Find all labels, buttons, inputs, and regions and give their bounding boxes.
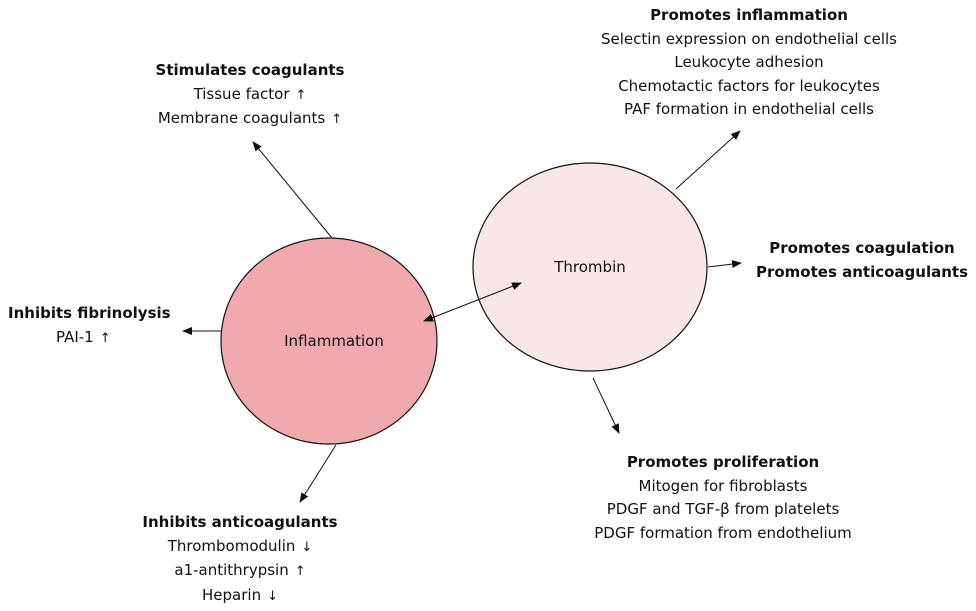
inhibits-fibrinolysis-item: PAI-1↑	[56, 327, 111, 346]
arrow-down-icon: ↓	[267, 588, 278, 604]
arrow-up-icon: ↑	[99, 330, 111, 346]
promotes-inflammation-heading: Promotes inflammation	[650, 6, 848, 24]
stimulates-coagulants-block: Stimulates coagulants Tissue factor↑ Mem…	[150, 59, 350, 132]
inflammation-node	[220, 237, 438, 445]
arrow-to-inhibits-anticoagulants	[299, 444, 337, 503]
promotes-proliferation-item: Mitogen for fibroblasts	[638, 476, 808, 495]
inhibits-fibrinolysis-heading: Inhibits fibrinolysis	[8, 304, 171, 322]
arrow-inflammation-thrombin	[423, 282, 522, 322]
arrow-to-promotes-coagulation	[707, 260, 742, 269]
promotes-anticoagulants-line: Promotes anticoagulants	[755, 262, 968, 281]
promotes-proliferation-item: PDGF formation from endothelium	[594, 523, 852, 542]
arrow-to-promotes-proliferation	[592, 377, 620, 434]
inflammation-label: Inflammation	[284, 332, 384, 350]
arrow-up-icon: ↑	[295, 87, 307, 103]
arrow-up-icon: ↑	[331, 112, 343, 127]
inhibits-anticoagulants-item: Heparin↓	[202, 585, 278, 604]
arrow-to-stimulates-coagulants	[252, 141, 333, 239]
promotes-inflammation-item: PAF formation in endothelial cells	[624, 100, 874, 118]
stimulates-coagulants-item: Tissue factor↑	[193, 84, 307, 103]
stimulates-coagulants-heading: Stimulates coagulants	[155, 61, 345, 79]
stimulates-coagulants-item: Membrane coagulants↑	[157, 109, 343, 127]
thrombin-node	[472, 162, 708, 372]
promotes-inflammation-item: Leukocyte adhesion	[674, 53, 824, 71]
arrow-to-promotes-inflammation	[675, 130, 741, 190]
promotes-inflammation-block: Promotes inflammation Selectin expressio…	[590, 4, 908, 122]
promotes-inflammation-item: Selectin expression on endothelial cells	[601, 29, 897, 48]
arrow-down-icon: ↓	[301, 539, 313, 555]
promotes-coagulation-line: Promotes coagulation	[769, 239, 955, 257]
promotes-proliferation-item: PDGF and TGF-β from platelets	[606, 500, 840, 518]
promotes-inflammation-item: Chemotactic factors for leukocytes	[618, 76, 880, 95]
promotes-proliferation-block: Promotes proliferation Mitogen for fibro…	[588, 451, 858, 545]
inhibits-anticoagulants-item: a1-antithrypsin↑	[174, 561, 306, 579]
inhibits-anticoagulants-heading: Inhibits anticoagulants	[142, 513, 338, 531]
thrombin-label: Thrombin	[554, 258, 626, 276]
inhibits-anticoagulants-block: Inhibits anticoagulants Thrombomodulin↓ …	[130, 511, 350, 608]
promotes-coagulation-block: Promotes coagulation Promotes anticoagul…	[752, 237, 972, 284]
inhibits-anticoagulants-item: Thrombomodulin↓	[167, 536, 313, 555]
arrow-up-icon: ↑	[294, 564, 306, 579]
promotes-proliferation-heading: Promotes proliferation	[626, 453, 820, 471]
inhibits-fibrinolysis-block: Inhibits fibrinolysis PAI-1↑	[8, 302, 171, 350]
